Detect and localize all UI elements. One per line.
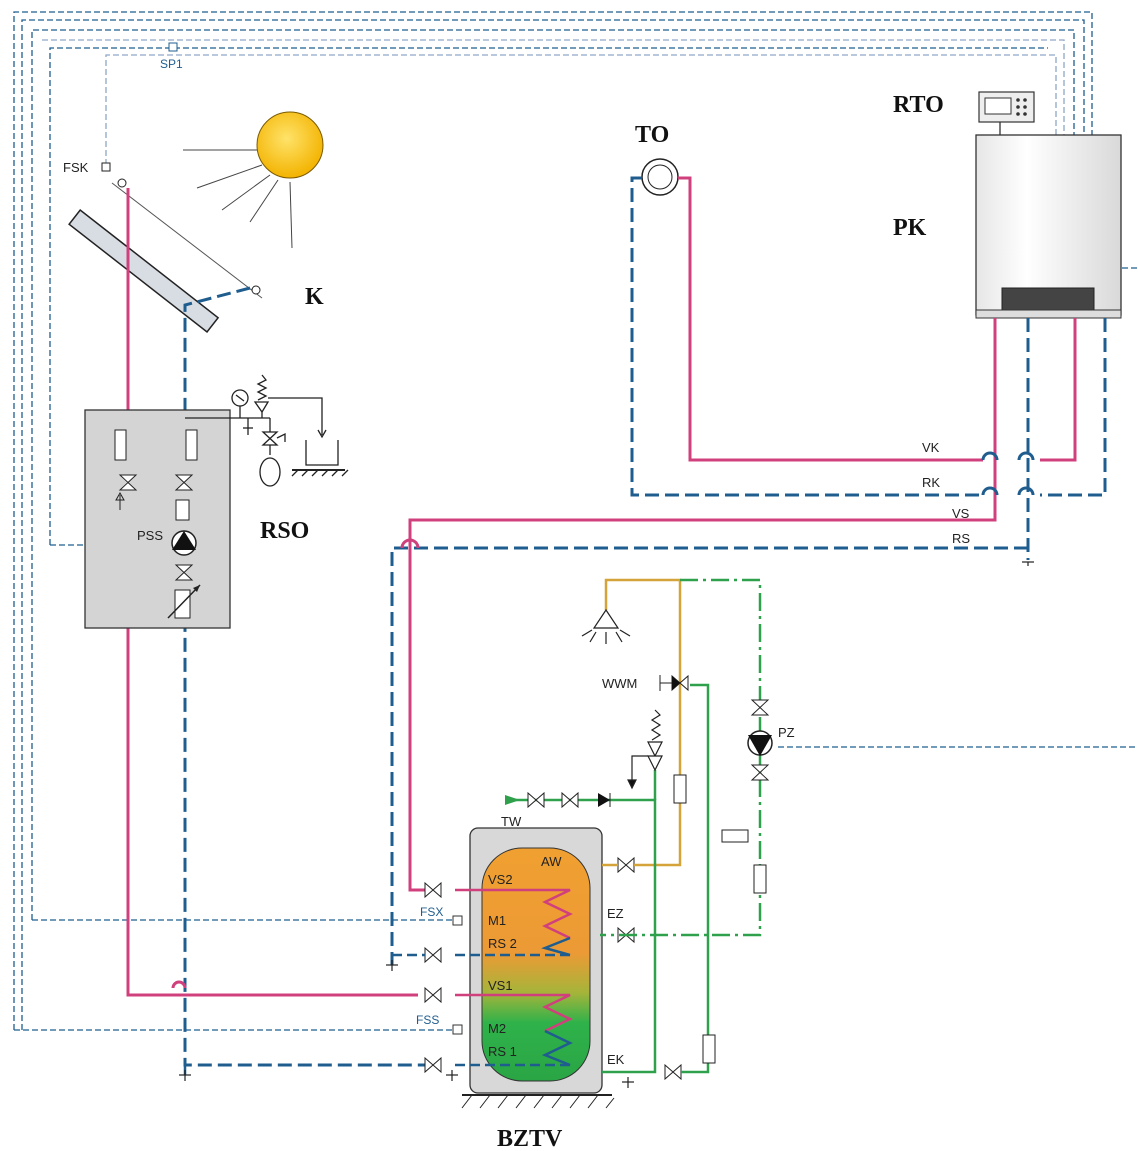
cold-water-inlet bbox=[505, 791, 611, 809]
tank-valves bbox=[424, 856, 682, 1081]
safety-group bbox=[185, 374, 349, 487]
pz-circulation-pump: PZ bbox=[747, 699, 795, 781]
shower-icon bbox=[581, 608, 631, 644]
storage-tank-bztv: BZTV bbox=[461, 827, 615, 1151]
vs2-label: VS2 bbox=[488, 872, 513, 887]
rso-label: RSO bbox=[260, 518, 309, 544]
rso-station bbox=[84, 409, 231, 629]
safety-valve-dhw bbox=[627, 709, 663, 790]
wwm-mixing-valve: WWM bbox=[602, 674, 689, 692]
heating-circuit: VK RK bbox=[630, 176, 983, 497]
vs1-label: VS1 bbox=[488, 978, 513, 993]
tank-side-pipes bbox=[183, 953, 425, 1075]
tw-label: TW bbox=[501, 814, 522, 829]
fsk-sensor: FSK bbox=[63, 160, 111, 175]
pk-label: PK bbox=[893, 215, 927, 241]
tank-labels: TW AW VS2 M1 RS 2 FSX EZ VS1 M2 RS 1 FSS… bbox=[416, 814, 625, 1067]
sp1-sensor: SP1 bbox=[160, 42, 183, 71]
sensor-cables bbox=[13, 11, 1138, 1031]
collector-label: K bbox=[305, 284, 324, 310]
wwm-label: WWM bbox=[602, 676, 637, 691]
rs2-label: RS 2 bbox=[488, 936, 517, 951]
radiator-to: TO bbox=[635, 122, 679, 196]
ez-label: EZ bbox=[607, 906, 624, 921]
rs-label: RS bbox=[952, 531, 970, 546]
sp1-label: SP1 bbox=[160, 57, 183, 71]
rto-label: RTO bbox=[893, 92, 944, 118]
vs-label: VS bbox=[952, 506, 970, 521]
fsx-label: FSX bbox=[420, 905, 443, 919]
pss-label: PSS bbox=[137, 528, 163, 543]
fss-label: FSS bbox=[416, 1013, 439, 1027]
vk-label: VK bbox=[922, 440, 940, 455]
pz-label: PZ bbox=[778, 725, 795, 740]
room-thermostat-rto: RTO bbox=[893, 91, 1035, 135]
sun-icon bbox=[183, 111, 324, 249]
m1-label: M1 bbox=[488, 913, 506, 928]
m2-label: M2 bbox=[488, 1021, 506, 1036]
fsk-label: FSK bbox=[63, 160, 89, 175]
domestic-water-pipes bbox=[508, 578, 762, 1074]
boiler-pk: PK bbox=[893, 134, 1122, 319]
bztv-label: BZTV bbox=[497, 1126, 563, 1151]
pss-pump-icon: PSS bbox=[137, 528, 197, 556]
tank-coils bbox=[455, 888, 573, 1067]
aw-label: AW bbox=[541, 854, 562, 869]
rs1-label: RS 1 bbox=[488, 1044, 517, 1059]
solar-collector bbox=[68, 178, 263, 333]
pipe-end-marks bbox=[179, 561, 1034, 1088]
rk-label: RK bbox=[922, 475, 940, 490]
boiler-pipes: VS RS bbox=[390, 318, 1107, 965]
check-valves bbox=[673, 774, 767, 1064]
to-label: TO bbox=[635, 122, 669, 148]
ek-label: EK bbox=[607, 1052, 625, 1067]
